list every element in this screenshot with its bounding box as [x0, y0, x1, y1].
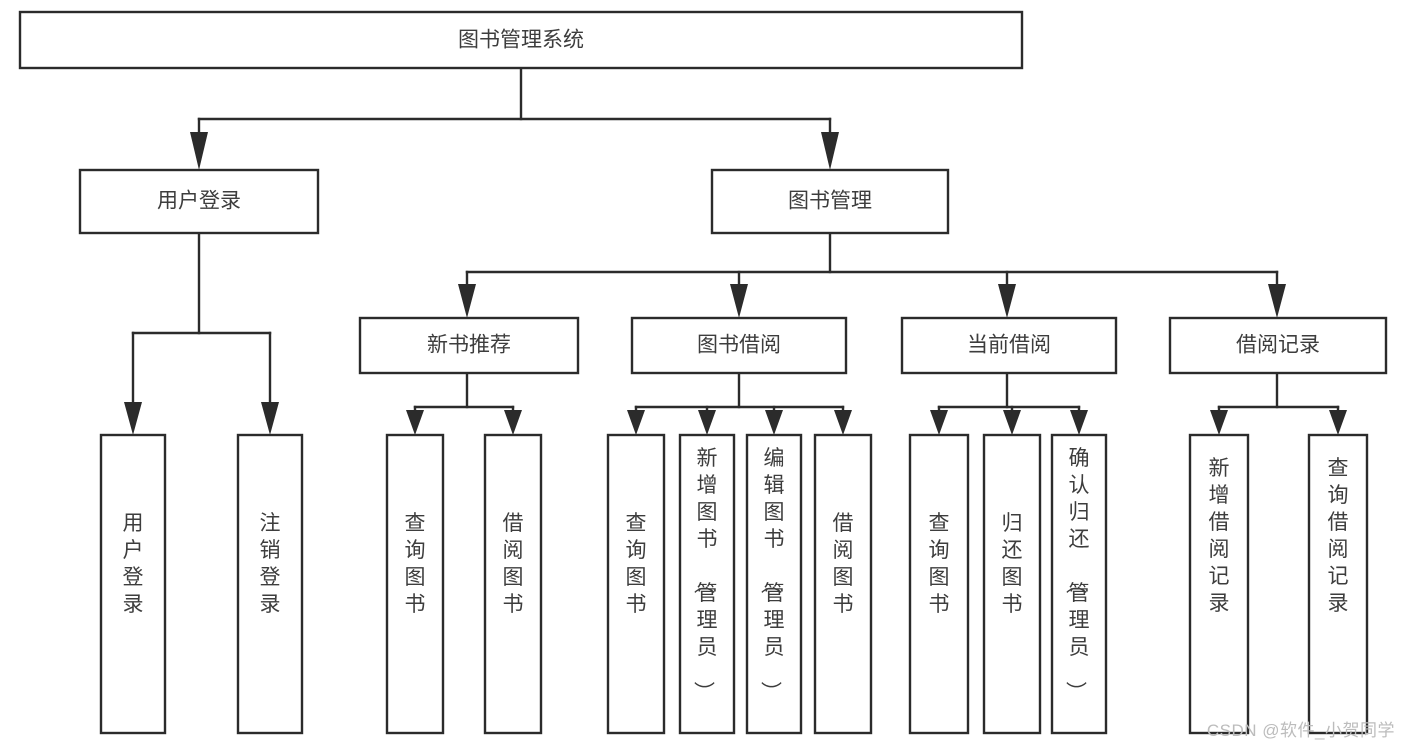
node-current-borrow[interactable]: 当前借阅	[900, 316, 1118, 375]
arrowhead-leaf-user-login	[124, 402, 142, 435]
leaf-borrow-book-borrow-box[interactable]	[813, 433, 873, 735]
leaf-add-book[interactable]: 新增图书（管理员）	[678, 433, 736, 735]
leaf-confirm-return-box[interactable]	[1050, 433, 1108, 735]
leaf-confirm-return[interactable]: 确认归还（管理员）	[1050, 433, 1108, 735]
arrowhead-user-login	[190, 132, 208, 170]
arrowhead-leaf-return-book	[1003, 410, 1021, 435]
leaf-query-book-newbook[interactable]: 查询图书	[385, 433, 445, 735]
leaf-edit-book[interactable]: 编辑图书（管理员）	[745, 433, 803, 735]
arrowhead-book-mgmt	[821, 132, 839, 170]
leaf-add-book-label: 新增图书（管理员）	[692, 447, 718, 702]
arrowhead-leaf-borrow-book-1	[504, 410, 522, 435]
borrow-record-box[interactable]	[1168, 316, 1388, 375]
leaf-query-book-newbook-box[interactable]	[385, 433, 445, 735]
leaf-query-book-current[interactable]: 查询图书	[908, 433, 970, 735]
arrowhead-leaf-query-book-3	[930, 410, 948, 435]
current-borrow-box[interactable]	[900, 316, 1118, 375]
arrowhead-leaf-confirm-return	[1070, 410, 1088, 435]
leaf-add-borrow-record[interactable]: 新增借阅记录	[1188, 433, 1250, 735]
leaf-query-book-borrow[interactable]: 查询图书	[606, 433, 666, 735]
leaf-query-book-newbook-label: 查询图书	[405, 512, 426, 616]
arrowhead-leaf-query-book-1	[406, 410, 424, 435]
leaf-logout[interactable]: 注销登录	[236, 433, 304, 735]
node-user-login[interactable]: 用户登录	[78, 168, 320, 235]
node-new-book-recommend[interactable]: 新书推荐	[358, 316, 580, 375]
leaf-borrow-book-newbook-label: 借阅图书	[503, 512, 524, 616]
leaf-borrow-book-newbook-box[interactable]	[483, 433, 543, 735]
arrowhead-leaf-query-book-2	[627, 410, 645, 435]
node-root[interactable]: 图书管理系统	[18, 10, 1024, 70]
leaf-confirm-return-label: 确认归还（管理员）	[1064, 447, 1090, 702]
arrowhead-leaf-add-book	[698, 410, 716, 435]
leaf-add-borrow-record-box[interactable]	[1188, 433, 1250, 735]
user-login-label: 用户登录	[157, 190, 241, 213]
leaf-return-book[interactable]: 归还图书	[982, 433, 1042, 735]
node-borrow-record[interactable]: 借阅记录	[1168, 316, 1388, 375]
arrowhead-borrow-record	[1268, 284, 1286, 318]
leaf-borrow-book-borrow[interactable]: 借阅图书	[813, 433, 873, 735]
leaf-return-book-label: 归还图书	[1002, 512, 1023, 616]
node-book-management[interactable]: 图书管理	[710, 168, 950, 235]
leaf-query-book-current-label: 查询图书	[929, 512, 950, 616]
leaf-query-book-borrow-label: 查询图书	[626, 512, 647, 616]
book-management-box[interactable]	[710, 168, 950, 235]
arrowhead-leaf-add-record	[1210, 410, 1228, 435]
arrowhead-leaf-query-record	[1329, 410, 1347, 435]
new-book-recommend-label: 新书推荐	[427, 334, 511, 357]
arrowhead-leaf-logout	[261, 402, 279, 435]
leaf-logout-label: 注销登录	[260, 512, 281, 616]
leaf-query-borrow-record-label: 查询借阅记录	[1328, 457, 1349, 615]
leaf-query-book-borrow-box[interactable]	[606, 433, 666, 735]
book-management-label: 图书管理	[788, 190, 872, 213]
leaf-query-book-current-box[interactable]	[908, 433, 970, 735]
leaf-query-borrow-record[interactable]: 查询借阅记录	[1307, 433, 1369, 735]
arrowhead-new-book-rec	[458, 284, 476, 318]
root-box[interactable]	[18, 10, 1024, 70]
leaf-user-login-label: 用户登录	[123, 512, 144, 616]
connector-layer	[124, 66, 1347, 435]
leaf-query-borrow-record-box[interactable]	[1307, 433, 1369, 735]
leaf-edit-book-label: 编辑图书（管理员）	[759, 447, 785, 702]
arrowhead-leaf-borrow-book-2	[834, 410, 852, 435]
leaf-edit-book-box[interactable]	[745, 433, 803, 735]
leaf-logout-box[interactable]	[236, 433, 304, 735]
borrow-record-label: 借阅记录	[1236, 334, 1320, 357]
current-borrow-label: 当前借阅	[967, 334, 1051, 357]
arrowhead-book-borrow	[730, 284, 748, 318]
leaf-add-borrow-record-label: 新增借阅记录	[1209, 457, 1230, 615]
leaf-user-login[interactable]: 用户登录	[99, 433, 167, 735]
arrowhead-leaf-edit-book	[765, 410, 783, 435]
leaf-user-login-box[interactable]	[99, 433, 167, 735]
root-label: 图书管理系统	[458, 29, 584, 52]
node-book-borrow[interactable]: 图书借阅	[630, 316, 848, 375]
leaf-borrow-book-borrow-label: 借阅图书	[833, 512, 854, 616]
user-login-box[interactable]	[78, 168, 320, 235]
book-borrow-label: 图书借阅	[697, 334, 781, 357]
book-borrow-box[interactable]	[630, 316, 848, 375]
leaf-borrow-book-newbook[interactable]: 借阅图书	[483, 433, 543, 735]
new-book-recommend-box[interactable]	[358, 316, 580, 375]
arrowhead-current-borrow	[998, 284, 1016, 318]
leaf-return-book-box[interactable]	[982, 433, 1042, 735]
leaf-add-book-box[interactable]	[678, 433, 736, 735]
